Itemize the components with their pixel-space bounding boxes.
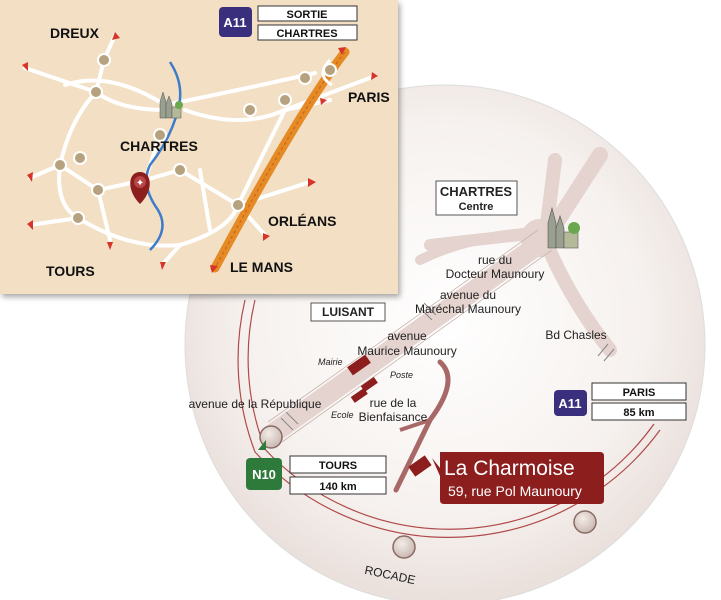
luisant-text: LUISANT	[322, 305, 375, 319]
inset-background	[0, 0, 398, 294]
chartres-centre-label: CHARTRES Centre	[435, 180, 518, 216]
exit-arrow-icon	[112, 32, 120, 40]
a11-badge-text: A11	[558, 396, 581, 411]
detail-road-edges	[267, 229, 553, 443]
cathedral-icon	[547, 206, 580, 249]
destination-name: La Charmoise	[444, 457, 575, 480]
rocade-node	[392, 535, 416, 559]
exit-arrow-icon	[338, 47, 346, 55]
rocade-node	[573, 510, 597, 534]
paris-sign-label: PARIS	[623, 387, 656, 399]
luisant-label: LUISANT	[310, 302, 386, 322]
exit-arrow-icon	[210, 265, 218, 273]
bd-chasles-label: Bd Chasles	[545, 328, 606, 342]
avenue-marechal-line2: Maréchal Maunoury	[415, 302, 521, 316]
inset-exit-arrows	[22, 32, 378, 273]
city-orleans: ORLÉANS	[268, 213, 336, 229]
inset-node	[298, 71, 312, 85]
inset-nodes	[53, 53, 337, 225]
road-crossing-marks	[280, 302, 615, 431]
n10-arrow	[258, 440, 266, 450]
tours-sign-label: TOURS	[319, 460, 357, 472]
rue-bienfaisance-line1: rue de la	[370, 396, 417, 410]
exit-arrow-icon	[22, 62, 28, 71]
exit-arrow-icon	[320, 98, 327, 105]
rocade-ring-left	[237, 299, 256, 453]
destination-address: 59, rue Pol Maunoury	[448, 483, 582, 499]
avenue-marechal-line1: avenue du	[440, 288, 496, 302]
access-road-branch	[399, 418, 431, 432]
ecole-building	[350, 387, 368, 403]
inset-map-content: ✦ DREUX PARIS CHARTRES ORLÉANS TOURS LE …	[22, 5, 390, 279]
exit-arrow-icon	[371, 72, 378, 80]
mairie-label: Mairie	[318, 357, 343, 367]
a11-exit-sign: A11 SORTIE CHARTRES	[219, 5, 358, 41]
city-le-mans: LE MANS	[230, 259, 293, 275]
inset-node	[323, 63, 337, 77]
exit-sign-destination: CHARTRES	[276, 28, 337, 40]
exit-arrow-icon	[308, 178, 316, 187]
a11-inset-badge-text: A11	[223, 15, 246, 30]
inset-node	[278, 93, 292, 107]
inset-node	[153, 128, 167, 142]
a11-paris-sign: A11 PARIS 85 km	[554, 382, 687, 421]
a11-inset-badge	[219, 7, 252, 37]
city-tours: TOURS	[46, 263, 95, 279]
svg-text:✦: ✦	[136, 178, 144, 189]
inset-node	[91, 183, 105, 197]
n10-badge	[246, 458, 282, 490]
city-chartres: CHARTRES	[120, 138, 198, 154]
rue-bienfaisance-line2: Bienfaisance	[359, 410, 428, 424]
tours-sign-distance: 140 km	[319, 481, 357, 493]
chartres-centre-subtitle: Centre	[459, 201, 494, 213]
inset-node	[243, 103, 257, 117]
ecole-label: Ecole	[331, 410, 354, 420]
detail-roads	[265, 147, 617, 442]
destination-building	[408, 455, 432, 477]
inset-cathedral-icon	[159, 91, 183, 119]
avenue-maurice-line1: avenue	[387, 329, 427, 343]
poste-label: Poste	[390, 370, 413, 380]
exit-arrow-icon	[27, 172, 33, 182]
chartres-centre-title: CHARTRES	[440, 184, 513, 199]
avenue-republique-label: avenue de la République	[189, 397, 322, 411]
inset-node	[173, 163, 187, 177]
inset-node	[97, 53, 111, 67]
exit-sign-label: SORTIE	[287, 9, 328, 21]
a11-badge	[554, 390, 587, 416]
inset-node	[89, 85, 103, 99]
exit-arrow-icon	[160, 262, 166, 270]
inset-node	[231, 198, 245, 212]
destination-box	[440, 452, 603, 504]
city-paris: PARIS	[348, 89, 390, 105]
n10-tours-sign: N10 TOURS 140 km	[246, 440, 387, 495]
location-pin-icon[interactable]: ✦	[130, 172, 150, 204]
inset-map	[0, 0, 398, 294]
rue-docteur-line2: Docteur Maunoury	[446, 267, 545, 281]
rocade-ring-left-inner	[247, 299, 265, 447]
access-road	[393, 359, 451, 493]
poste-building	[360, 376, 378, 392]
river	[145, 61, 182, 251]
destination-callout[interactable]: La Charmoise 59, rue Pol Maunoury	[432, 452, 604, 504]
exit-arrow-icon	[107, 242, 113, 250]
inset-node	[71, 211, 85, 225]
buildings	[347, 354, 432, 477]
rue-docteur-line1: rue du	[478, 253, 512, 267]
inset-node	[73, 151, 87, 165]
avenue-maurice-line2: Maurice Maunoury	[357, 344, 456, 358]
city-dreux: DREUX	[50, 25, 100, 41]
mairie-building	[347, 354, 371, 376]
paris-sign-distance: 85 km	[623, 407, 654, 419]
inset-node	[53, 158, 67, 172]
rocade-ring-outer	[254, 429, 661, 538]
exit-arrow-icon	[27, 220, 33, 230]
exit-arrow-icon	[263, 233, 270, 241]
motorway-exit-loop	[321, 58, 333, 87]
n10-badge-text: N10	[252, 467, 276, 482]
